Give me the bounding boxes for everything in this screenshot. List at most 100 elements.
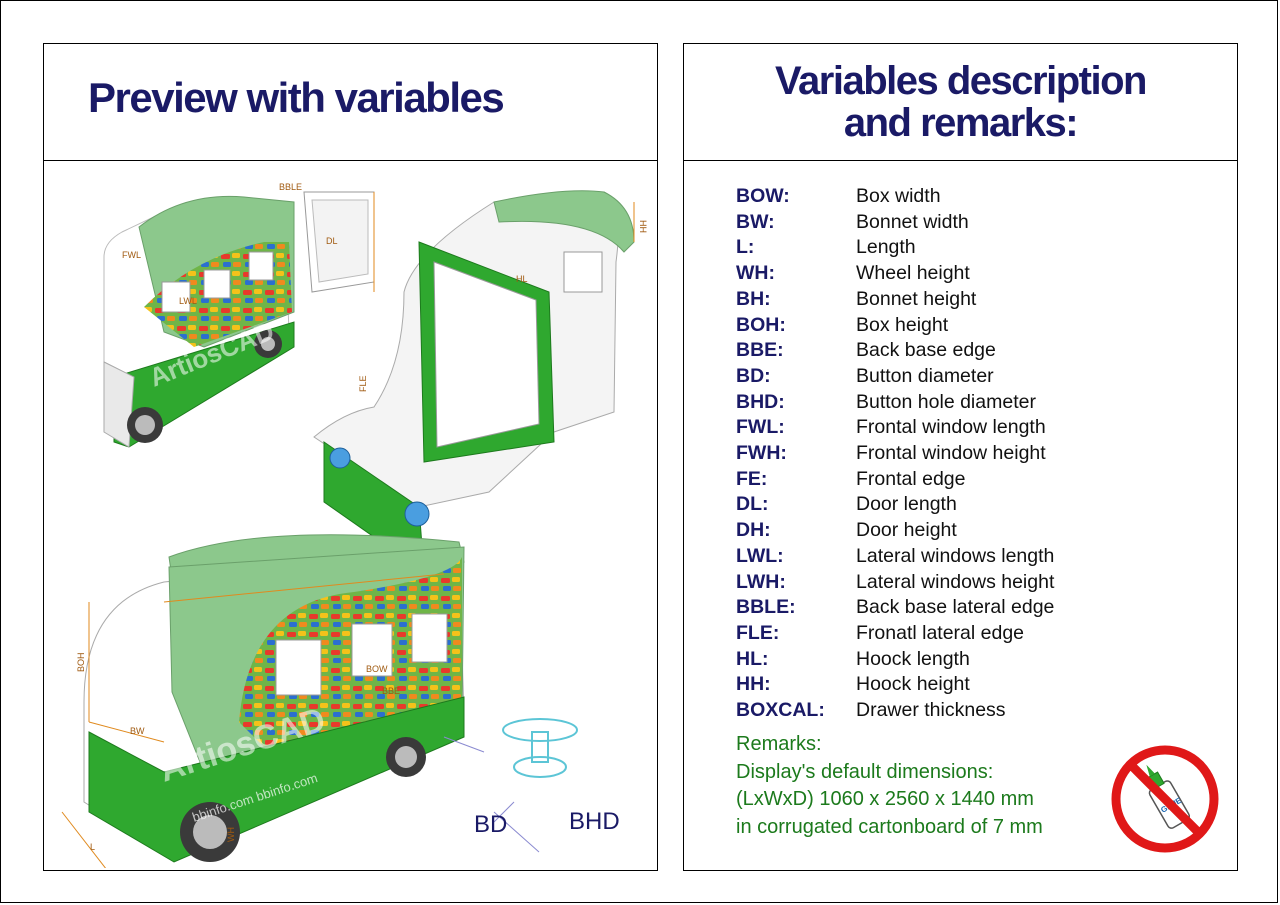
variable-description: Drawer thickness — [856, 699, 1006, 722]
variable-description: Lateral windows height — [856, 570, 1055, 593]
variable-row: BOH: Box height — [736, 313, 1136, 339]
variable-code: FWH: — [736, 442, 787, 465]
variable-description: Wheel height — [856, 262, 970, 285]
variables-header: Variables description and remarks: — [684, 44, 1237, 161]
variable-description: Back base lateral edge — [856, 596, 1055, 619]
variable-row: BH: Bonnet height — [736, 287, 1136, 313]
variables-title-line1: Variables description — [775, 59, 1147, 103]
variable-description: Bonnet width — [856, 210, 969, 233]
variable-code: LWH: — [736, 570, 786, 593]
variable-code: BW: — [736, 210, 775, 233]
remarks-line3: in corrugated cartonboard of 7 mm — [736, 815, 1043, 838]
label-fwl: FWL — [122, 250, 141, 260]
remarks-block: Remarks: Display's default dimensions: (… — [736, 731, 1116, 841]
variable-code: BOW: — [736, 185, 790, 207]
variable-row: HH: Hoock height — [736, 672, 1136, 698]
variable-code: HL: — [736, 647, 769, 670]
variable-row: FWH: Frontal window height — [736, 441, 1136, 467]
label-dl: DL — [326, 236, 338, 246]
remarks-line2: (LxWxD) 1060 x 2560 x 1440 mm — [736, 788, 1034, 810]
variable-code: DH: — [736, 519, 771, 542]
variable-row: BOW: Box width — [736, 184, 1136, 210]
label-bd: BD — [474, 811, 507, 838]
label-bow: BOW — [366, 664, 388, 674]
label-hl: HL — [516, 274, 528, 284]
label-fle: FLE — [358, 375, 368, 392]
variable-row: BBE: Back base edge — [736, 338, 1136, 364]
variable-description: Frontal window height — [856, 442, 1046, 465]
label-bbe: BBE — [382, 686, 400, 696]
variable-description: Bonnet height — [856, 287, 977, 310]
variable-code: WH: — [736, 262, 775, 285]
variable-code: BBLE: — [736, 596, 796, 619]
variable-description: Back base edge — [856, 339, 996, 362]
variable-row: LWL: Lateral windows length — [736, 544, 1136, 570]
preview-panel: Preview with variables FWL LWL — [43, 43, 658, 871]
variable-description: Door length — [856, 493, 957, 516]
door-piece: BBLE DL — [279, 182, 375, 293]
variable-code: L: — [736, 236, 755, 259]
label-bhd: BHD — [569, 808, 620, 835]
variable-row: FLE: Fronatl lateral edge — [736, 621, 1136, 647]
variable-row: DL: Door length — [736, 492, 1136, 518]
preview-illustration: FWL LWL ArtiosCAD BBLE DL HH HL FLE — [61, 182, 648, 868]
variables-title-line2: and remarks: — [843, 101, 1079, 145]
variable-code: BOH: — [736, 313, 786, 336]
variables-panel: Variables description and remarks: BOW:B… — [683, 43, 1238, 871]
variable-code: DL: — [736, 493, 769, 516]
variable-description: Fronatl lateral edge — [856, 621, 1025, 644]
variable-description: Hoock length — [856, 647, 970, 670]
variable-description: Length — [856, 236, 916, 259]
vehicle-top-left: FWL LWL ArtiosCAD — [103, 195, 295, 448]
variable-row: BD: Button diameter — [736, 364, 1136, 390]
variable-description: Box width — [856, 185, 941, 207]
label-bble: BBLE — [279, 182, 302, 192]
variable-code: HH: — [736, 673, 771, 696]
variable-row: HL: Hoock length — [736, 647, 1136, 673]
variable-description: Button hole diameter — [856, 390, 1036, 413]
variable-row: FE: Frontal edge — [736, 467, 1136, 493]
preview-header: Preview with variables — [44, 44, 657, 161]
variable-code: FWL: — [736, 416, 785, 439]
label-lwl: LWL — [179, 296, 197, 306]
label-l: L — [90, 842, 95, 852]
label-boh: BOH — [76, 652, 86, 672]
variable-row: WH: Wheel height — [736, 261, 1136, 287]
button-icon — [443, 718, 578, 853]
variable-row: FWL: Frontal window length — [736, 415, 1136, 441]
variable-description: Lateral windows length — [856, 544, 1055, 567]
variable-code: BD: — [736, 364, 771, 387]
remarks-line1: Display's default dimensions: — [736, 760, 994, 783]
variable-code: BBE: — [736, 339, 784, 362]
no-glue-icon: GLUE — [1111, 745, 1219, 853]
variable-row: LWH: Lateral windows height — [736, 570, 1136, 596]
variable-code: BHD: — [736, 390, 785, 413]
remarks-heading: Remarks: — [736, 733, 822, 755]
variable-code: LWL: — [736, 544, 784, 567]
variable-description: Box height — [856, 313, 949, 336]
variable-description: Hoock height — [856, 673, 970, 696]
variable-code: FE: — [736, 467, 768, 490]
variable-row: DH: Door height — [736, 518, 1136, 544]
vehicle-top-right: HH HL FLE — [313, 190, 648, 574]
variables-title: Variables description and remarks: — [684, 60, 1237, 144]
variable-row: BW: Bonnet width — [736, 210, 1136, 236]
label-bw: BW — [130, 726, 145, 736]
variable-code: BH: — [736, 287, 771, 310]
variable-description: Frontal window length — [856, 416, 1046, 439]
label-hh: HH — [638, 220, 648, 233]
variable-description: Button diameter — [856, 364, 994, 387]
variable-code: FLE: — [736, 621, 780, 644]
variable-row: L: Length — [736, 235, 1136, 261]
variable-row: BBLE: Back base lateral edge — [736, 595, 1136, 621]
variable-row: BOXCAL: Drawer thickness — [736, 698, 1136, 724]
variable-row: BHD: Button hole diameter — [736, 390, 1136, 416]
variable-code: BOXCAL: — [736, 699, 825, 722]
vehicle-bottom: ArtiosCAD bbinfo.com bbinfo.com BOH BW B… — [61, 534, 465, 868]
label-wh: WH — [226, 827, 236, 842]
preview-title: Preview with variables — [88, 74, 505, 121]
variable-description: Frontal edge — [856, 467, 966, 490]
variable-description: Door height — [856, 519, 957, 542]
